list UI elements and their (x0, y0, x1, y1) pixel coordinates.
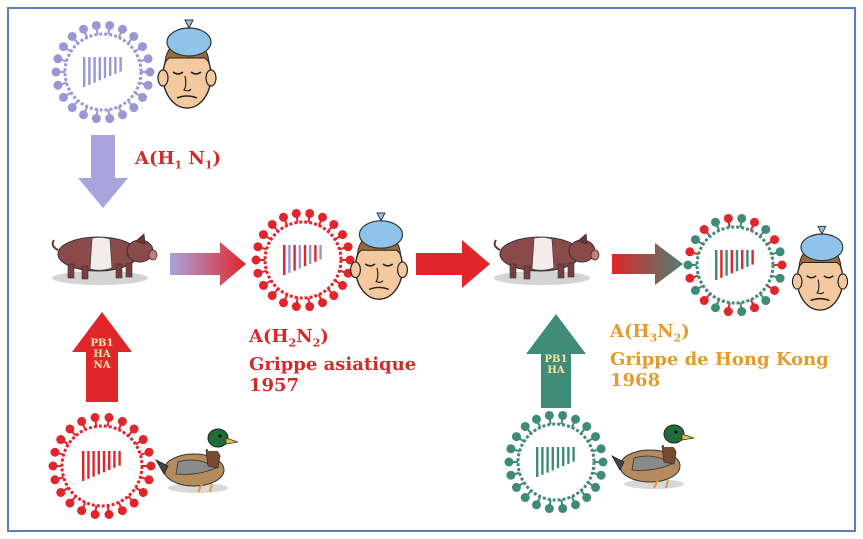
label-h2n2-name: Grippe asiatique (249, 353, 417, 375)
label-h3n2-name: Grippe de Hong Kong (610, 348, 829, 370)
segment-pb1: PB1 (90, 338, 114, 349)
label-h2n2-year: 1957 (249, 374, 300, 396)
segment-na: NA (93, 360, 111, 371)
frame-border (7, 7, 856, 532)
duck-icon-1 (155, 428, 239, 494)
arrow-lavender-to-red (170, 242, 246, 286)
segment-ha: HA (93, 349, 111, 360)
segment-list-right: PB1 HA (542, 354, 570, 376)
virus-icon-avian-green (504, 410, 608, 514)
virus-icon-h1n1 (51, 20, 155, 124)
up-arrow-green (526, 314, 586, 408)
sick-person-icon-2 (349, 212, 409, 300)
label-h1n1: A(H1 N1) (135, 148, 222, 172)
arrow-red-to-green (612, 243, 683, 285)
sick-person-icon-1 (157, 19, 217, 109)
label-h3n2: A(H3N2) Grippe de Hong Kong 1968 (610, 321, 829, 391)
down-arrow-lavender (78, 135, 128, 208)
duck-icon-2 (611, 424, 695, 490)
segment-list-left: PB1 HA NA (88, 338, 116, 371)
label-h2n2-subtype: A(H2N2) (249, 326, 329, 350)
up-arrow-red (72, 312, 132, 402)
label-h2n2: A(H2N2) Grippe asiatique 1957 (249, 326, 416, 396)
virus-icon-h2n2 (251, 208, 355, 312)
pig-icon-1 (51, 233, 158, 286)
virus-icon-avian-red (48, 412, 156, 520)
pig-icon-2 (493, 233, 600, 286)
virus-icon-h3n2 (683, 213, 787, 317)
segment-pb1: PB1 (544, 354, 568, 365)
label-h3n2-subtype: A(H3N2) (610, 321, 690, 345)
label-h3n2-year: 1968 (610, 369, 661, 391)
sick-person-icon-3 (791, 225, 849, 311)
segment-ha: HA (547, 365, 565, 376)
arrow-red (416, 240, 490, 288)
